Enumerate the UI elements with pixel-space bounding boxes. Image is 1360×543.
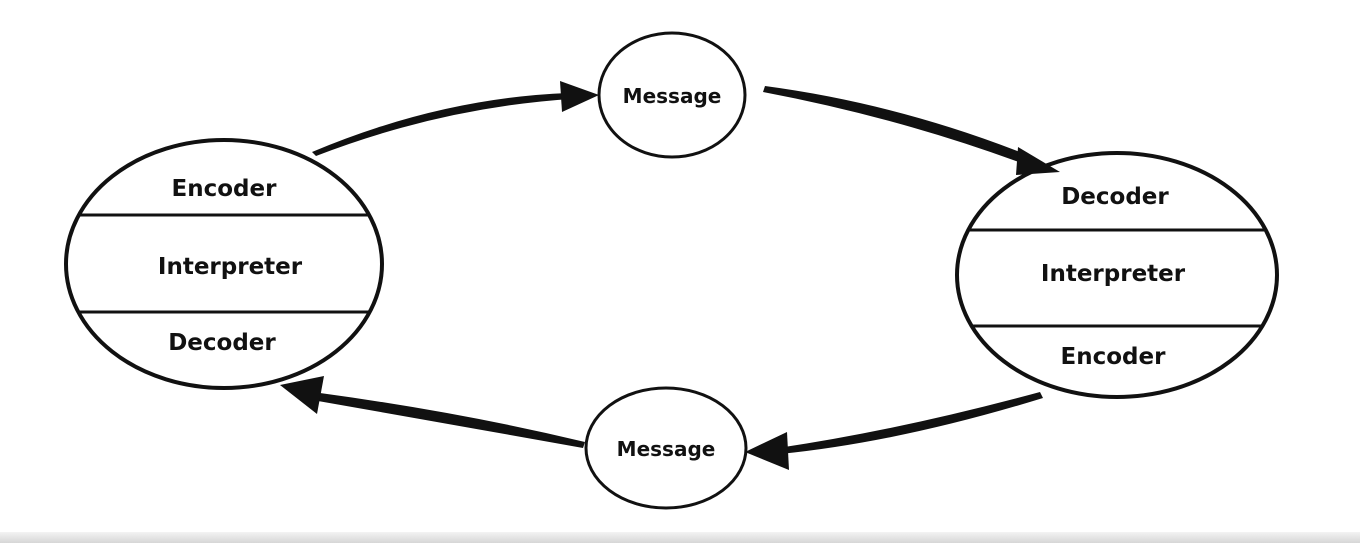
receiver-interpreter-label: Interpreter — [1041, 261, 1186, 287]
bottom-message-label: Message — [617, 437, 716, 461]
arrow-sender-to-message-shaft — [312, 93, 570, 156]
arrow-sender-to-message-head — [560, 81, 599, 112]
arrow-sender-to-message — [312, 81, 599, 156]
sender-outline — [64, 138, 384, 390]
arrow-message-to-receiver — [763, 86, 1060, 175]
bottom-message-outline — [584, 386, 748, 510]
top-message-label: Message — [623, 84, 722, 108]
arrow-receiver-to-message-head — [745, 432, 789, 470]
sender-node: Encoder Interpreter Decoder — [64, 138, 384, 390]
receiver-encoder-label: Encoder — [1061, 344, 1167, 370]
bottom-message-node: Message — [584, 386, 748, 510]
arrow-receiver-to-message-shaft — [778, 392, 1043, 454]
top-message-node: Message — [597, 31, 747, 159]
arrow-message-to-receiver-shaft — [763, 86, 1030, 164]
arrow-receiver-to-message — [745, 392, 1043, 470]
arrow-message-to-sender-head — [280, 376, 324, 414]
receiver-node: Decoder Interpreter Encoder — [955, 151, 1279, 399]
arrow-message-to-receiver-head — [1016, 147, 1060, 175]
receiver-decoder-label: Decoder — [1061, 184, 1169, 210]
arrow-message-to-sender-shaft — [318, 393, 585, 448]
sender-decoder-label: Decoder — [168, 330, 276, 356]
receiver-outline — [955, 151, 1279, 399]
sender-interpreter-label: Interpreter — [158, 254, 303, 280]
bottom-border-strip — [0, 532, 1360, 543]
sender-encoder-label: Encoder — [172, 176, 278, 202]
arrow-message-to-sender — [280, 376, 585, 448]
